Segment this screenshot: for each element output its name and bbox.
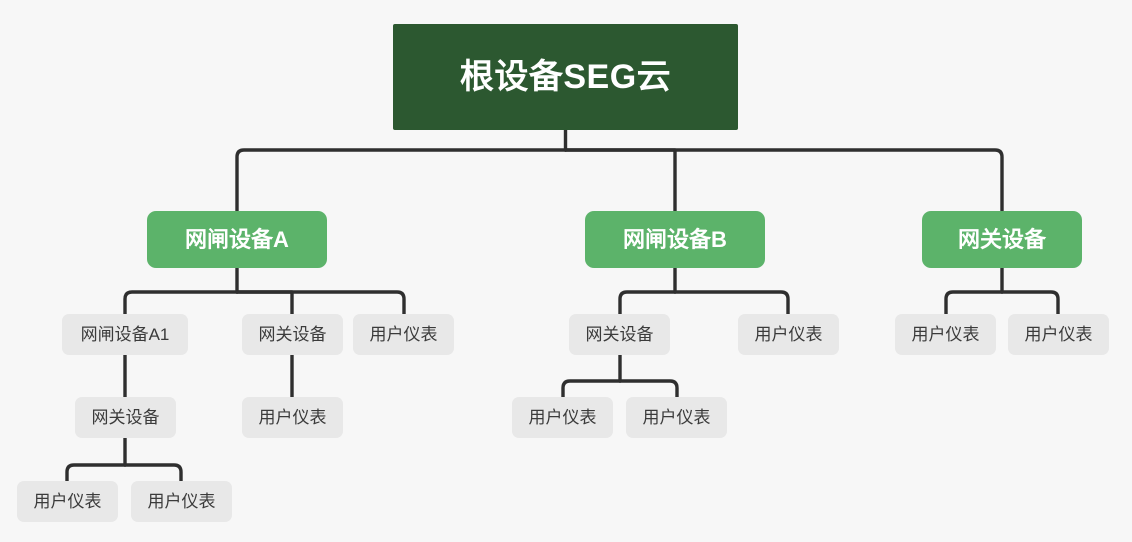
edge-b1-to-c3 [235,290,406,316]
node-gatekeeper-device-a[interactable]: 网闸设备A [147,211,327,268]
node-gateway-device[interactable]: 网关设备 [922,211,1082,268]
edge-b2c1-to-m2 [618,379,679,399]
node-a-gateway-user-meter[interactable]: 用户仪表 [242,397,343,438]
node-root-seg-cloud[interactable]: 根设备SEG云 [393,24,738,130]
edge-b1-to-c1 [123,290,239,316]
node-gatekeeper-device-b[interactable]: 网闸设备B [585,211,765,268]
edge-b3-to-c1 [944,290,1004,316]
node-a1-gateway-user-meter-1[interactable]: 用户仪表 [17,481,118,522]
node-b-gateway-user-meter-2[interactable]: 用户仪表 [626,397,727,438]
edge-b1c1a-to-m2 [123,463,183,483]
edge-b2c1-to-m1 [561,379,622,399]
edge-root-to-b1 [235,148,568,213]
node-b-gateway-user-meter-1[interactable]: 用户仪表 [512,397,613,438]
node-a1-gateway-device[interactable]: 网关设备 [75,397,176,438]
edge-b1-to-c2 [235,290,294,316]
node-a-gateway-device[interactable]: 网关设备 [242,314,343,355]
edge-b2-to-c1 [618,290,677,316]
node-gatekeeper-device-a1[interactable]: 网闸设备A1 [62,314,188,355]
node-gateway-user-meter-1[interactable]: 用户仪表 [895,314,996,355]
node-b-gateway-device[interactable]: 网关设备 [569,314,670,355]
edge-root-to-b3 [563,148,1004,213]
edge-b3-to-c2 [1000,290,1060,316]
edge-b1c1a-to-m1 [65,463,127,483]
node-b-user-meter[interactable]: 用户仪表 [738,314,839,355]
edge-root-to-b2 [563,148,677,213]
node-gateway-user-meter-2[interactable]: 用户仪表 [1008,314,1109,355]
edge-b2-to-c2 [673,290,790,316]
node-a1-gateway-user-meter-2[interactable]: 用户仪表 [131,481,232,522]
node-a-user-meter[interactable]: 用户仪表 [353,314,454,355]
